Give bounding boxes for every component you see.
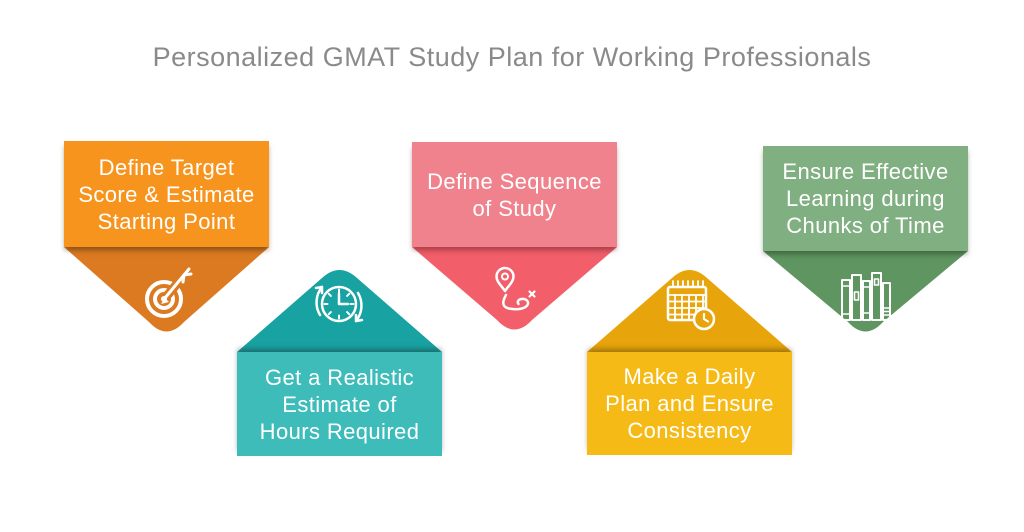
page-title: Personalized GMAT Study Plan for Working… bbox=[152, 42, 872, 72]
step-estimate-hours: Get a Realistic Estimate of Hours Requir… bbox=[237, 264, 442, 456]
step-3-label-line: of Study bbox=[472, 195, 557, 221]
step-1-banner: Define Target Score & Estimate Starting … bbox=[64, 141, 269, 247]
step-4-banner: Make a Daily Plan and Ensure Consistency bbox=[587, 352, 792, 455]
step-3-banner: Define Sequence of Study bbox=[412, 142, 617, 247]
step-3-label-line: Define Sequence bbox=[427, 168, 602, 194]
step-5-pointer-down bbox=[763, 251, 968, 332]
step-define-sequence: Define Sequence of Study bbox=[412, 142, 617, 339]
step-2-pointer-up bbox=[237, 270, 442, 352]
step-5-banner: Ensure Effective Learning during Chunks … bbox=[763, 146, 968, 251]
target-dart-icon bbox=[137, 265, 195, 327]
step-1-label-line: Score & Estimate bbox=[78, 181, 255, 207]
clock-refresh-icon bbox=[308, 270, 370, 336]
step-1-label-line: Define Target bbox=[98, 154, 235, 180]
step-2-label-line: Hours Required bbox=[259, 418, 420, 444]
step-effective-learning: Ensure Effective Learning during Chunks … bbox=[763, 146, 968, 341]
books-icon bbox=[836, 266, 894, 328]
step-5-label-line: Ensure Effective bbox=[782, 159, 949, 184]
calendar-clock-icon bbox=[658, 274, 720, 336]
step-4-label-line: Make a Daily bbox=[623, 364, 756, 389]
step-5-label-line: Chunks of Time bbox=[786, 213, 945, 238]
step-5-label-line: Learning during bbox=[786, 186, 945, 211]
step-4-label-line: Consistency bbox=[627, 418, 752, 443]
step-1-label-line: Starting Point bbox=[97, 208, 236, 234]
step-daily-plan: Make a Daily Plan and Ensure Consistency bbox=[587, 264, 792, 455]
step-3-pointer-down bbox=[412, 247, 617, 330]
step-2-label-line: Get a Realistic bbox=[264, 364, 415, 390]
step-define-target-score: Define Target Score & Estimate Starting … bbox=[64, 141, 269, 342]
step-2-banner: Get a Realistic Estimate of Hours Requir… bbox=[237, 352, 442, 456]
step-2-label-line: Estimate of bbox=[282, 391, 397, 417]
step-4-label-line: Plan and Ensure bbox=[605, 391, 774, 416]
route-icon bbox=[485, 264, 543, 324]
